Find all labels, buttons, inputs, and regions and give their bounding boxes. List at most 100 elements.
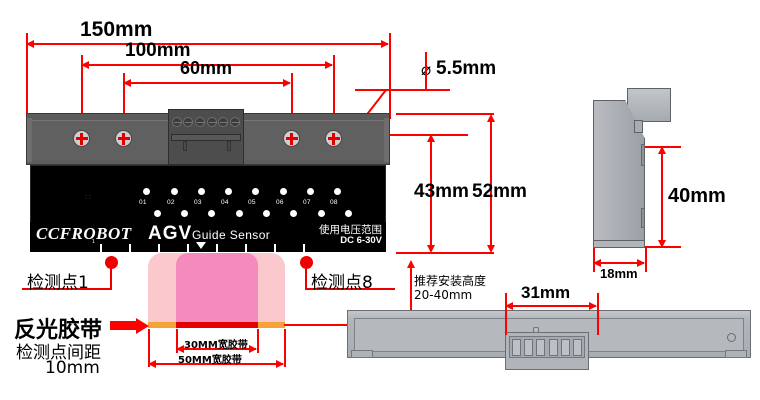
dim-arrow-50mm-right (276, 360, 284, 368)
brand-label: CCFROBOT (36, 224, 132, 243)
led-top-3 (198, 188, 205, 195)
sensor-board-front-view: : : 01 02 03 04 05 06 07 08 (26, 109, 390, 253)
side-view-slot-upper (641, 144, 645, 166)
dim-line-100 (83, 64, 332, 66)
led-top-1 (143, 188, 150, 195)
dim-arrow-40mm-up (658, 146, 666, 154)
reflective-tape-label: 反光胶带 (14, 318, 103, 343)
dim-arrow-43-up (427, 134, 435, 142)
sense-point-1-dot (105, 256, 118, 269)
dim-label-side-height: 40mm (668, 185, 726, 207)
dim-arrow-18mm-right (637, 259, 645, 267)
dim-arrow-60-left (123, 79, 131, 87)
ext-line-50mm-right (284, 329, 286, 367)
mounting-screw-1 (73, 130, 90, 147)
led-top-6 (280, 188, 287, 195)
subtitle-label: Guide Sensor (192, 228, 271, 242)
board-silkscreen-banner: CCFROBOT AGV Guide Sensor 使用电压范围 DC 6-30… (30, 222, 386, 252)
bv-pin-6 (572, 338, 582, 356)
dim-label-total-height: 52mm (472, 181, 527, 202)
dim-arrow-50mm-left (148, 360, 156, 368)
side-view-slot-lower (641, 208, 645, 228)
sensor-side-view (585, 88, 671, 258)
scale-first-tick-label: 1 (92, 239, 95, 245)
ext-line-31mm-left (505, 293, 507, 335)
side-view-bracket (627, 88, 671, 122)
voltage-value-label: DC 6-30V (340, 235, 382, 246)
sense-point-1-label: 检测点1 (27, 273, 89, 293)
detection-cone-inner (176, 253, 258, 325)
dim-label-body-height: 43mm (414, 181, 469, 202)
dim-line-30mm (178, 348, 256, 350)
tape-width-inner-label: 30MM宽胶带 (184, 340, 248, 351)
terminal-screw-3 (195, 116, 206, 127)
install-height-value: 20-40mm (414, 288, 473, 302)
led-label-8: 08 (330, 199, 338, 206)
led-bottom-5 (263, 210, 270, 217)
dim-arrow-18mm-left (593, 259, 601, 267)
board-right-edge (384, 118, 389, 162)
dim-arrow-150-left (26, 40, 34, 48)
dim-line-52 (490, 120, 492, 247)
sense-point-1-underline (22, 288, 112, 291)
dim-label-overall-width: 150mm (80, 18, 153, 41)
terminal-screw-5 (218, 116, 229, 127)
ext-line-150-left (26, 33, 28, 119)
ext-line-52-bottom (396, 252, 494, 254)
dim-label-hole-span-outer: 100mm (125, 40, 191, 61)
led-bottom-1 (154, 210, 161, 217)
terminal-leg-left (183, 141, 187, 151)
ext-line-30mm-left (176, 329, 178, 353)
dim-label-connector-width: 31mm (521, 283, 571, 302)
ext-line-150-right (389, 33, 391, 119)
led-label-4: 04 (221, 199, 229, 206)
bv-pin-1 (512, 338, 521, 356)
bottom-view-mounting-hole (727, 333, 736, 342)
dim-arrow-31mm-right (589, 302, 597, 310)
sensor-bottom-view (347, 310, 751, 370)
tape-level-line (284, 324, 404, 326)
terminal-screw-row (171, 113, 241, 130)
scale-ruler: 1 (30, 239, 386, 252)
panel-dots-marker: : : (85, 194, 91, 201)
sense-point-8-stem (305, 266, 308, 290)
terminal-screw-4 (206, 116, 217, 127)
terminal-screw-1 (171, 116, 182, 127)
bottom-view-foot-left (351, 350, 373, 358)
dim-arrow-install-up (407, 260, 415, 268)
ext-line-31mm-right (597, 293, 599, 335)
terminal-leg-right (227, 141, 231, 151)
dim-line-18mm (595, 262, 644, 264)
ruler-tick-7 (274, 244, 276, 252)
sense-point-8-label: 检测点8 (311, 273, 373, 293)
dim-line-43 (430, 140, 432, 246)
ext-line-52-top (396, 113, 494, 115)
bv-pin-5 (560, 338, 570, 356)
sense-point-8-dot (300, 256, 313, 269)
ruler-tick-8 (303, 244, 305, 252)
dim-line-install-height (410, 266, 412, 318)
led-bottom-8 (345, 210, 352, 217)
led-label-7: 07 (303, 199, 311, 206)
terminal-screw-6 (230, 116, 241, 127)
dim-label-side-width: 18mm (600, 266, 638, 281)
led-label-1: 01 (139, 199, 147, 206)
tape-width-outer-label: 50MM宽胶带 (178, 355, 242, 366)
dim-arrow-100-right (325, 61, 333, 69)
mounting-screw-2 (115, 130, 132, 147)
ext-line-50mm-left (148, 329, 150, 367)
ruler-tick-3 (158, 244, 160, 252)
led-top-7 (307, 188, 314, 195)
terminal-bar (171, 134, 241, 141)
ruler-tick-6 (245, 244, 247, 252)
bottom-view-foot-right (725, 350, 747, 358)
center-pointer-icon (196, 242, 206, 249)
led-bottom-3 (208, 210, 215, 217)
point-spacing-value: 10mm (45, 358, 100, 378)
dim-line-150 (28, 43, 388, 45)
led-label-6: 06 (276, 199, 284, 206)
ext-line-60-right (291, 73, 293, 119)
ruler-tick-4 (187, 244, 189, 252)
tape-arrow-shaft (110, 321, 138, 330)
reflective-tape-30mm (176, 322, 258, 328)
